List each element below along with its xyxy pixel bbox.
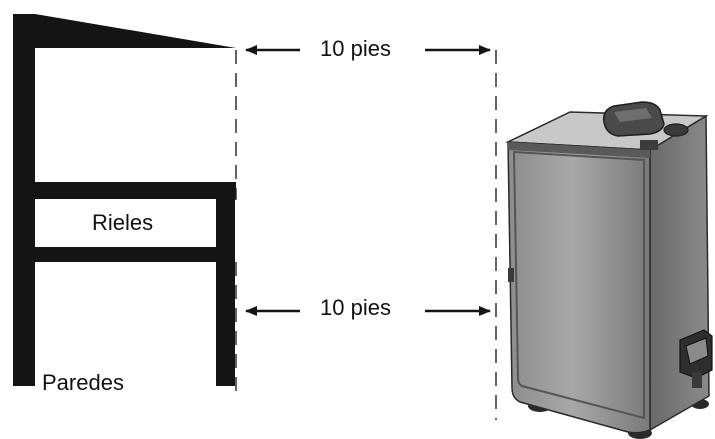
- rails-label: Rieles: [92, 210, 154, 235]
- top-distance-label: 10 pies: [320, 36, 391, 61]
- electric-smoker-icon: [505, 101, 713, 439]
- wall-structure: [13, 14, 236, 386]
- clearance-guides: [235, 50, 497, 420]
- smoker-door-trim: [508, 142, 650, 158]
- bottom-distance-label: 10 pies: [320, 295, 391, 320]
- smoker-latch: [640, 140, 658, 150]
- lower-rail: [35, 247, 235, 262]
- smoker-drip-port: [692, 372, 702, 388]
- smoker-top-handle-highlight: [614, 108, 652, 122]
- distance-arrows: [245, 45, 491, 316]
- smoker-hinge: [508, 268, 514, 282]
- upper-rail: [35, 182, 236, 199]
- roof-overhang: [35, 14, 236, 48]
- rail-post: [216, 182, 235, 386]
- walls-label: Paredes: [42, 370, 124, 395]
- smoker-vent: [663, 123, 689, 137]
- smoker-control-knob: [685, 337, 709, 365]
- smoker-door: [512, 150, 645, 420]
- left-wall-post: [13, 14, 35, 386]
- smoker-front: [507, 141, 651, 434]
